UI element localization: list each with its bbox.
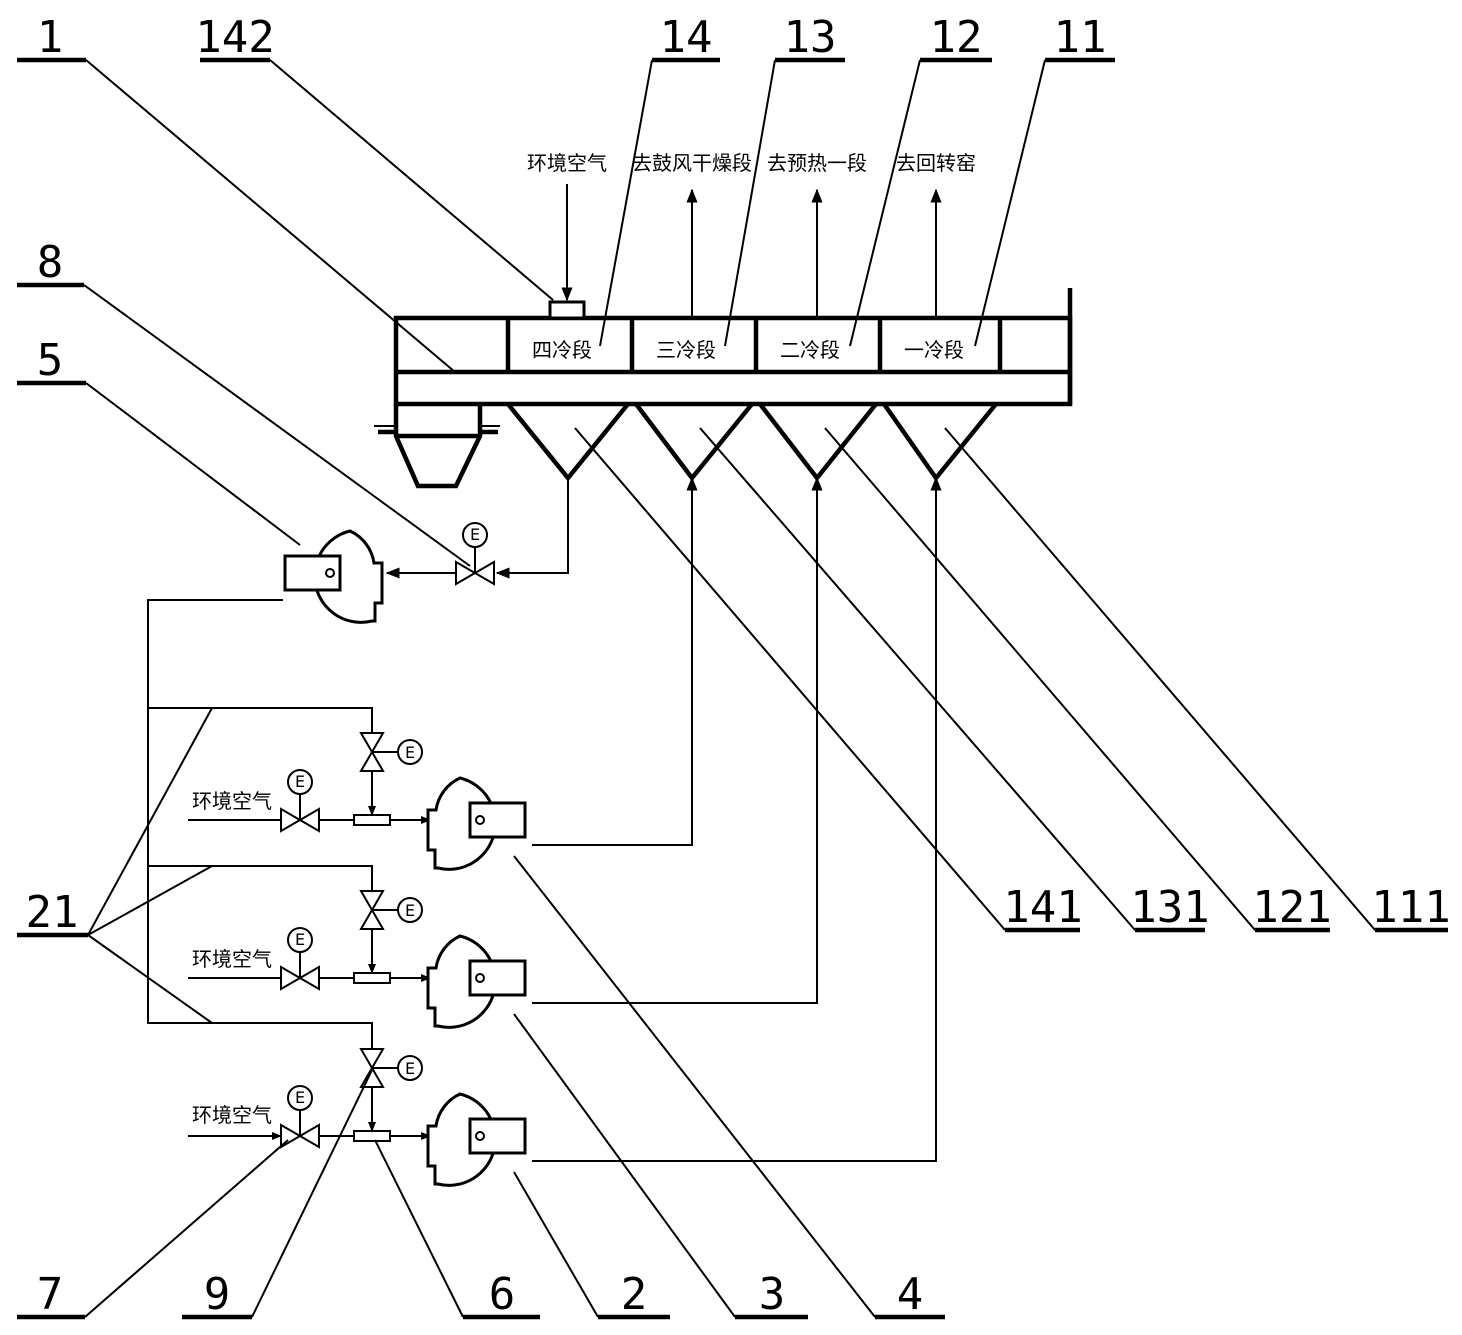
cooling-fan-3 (428, 1094, 525, 1185)
recirc-valve-1-actuator-label: E (405, 743, 415, 762)
air-inlet-nozzle (550, 302, 584, 318)
fan-2-duct (532, 478, 817, 1003)
callout-142: 142 (195, 12, 274, 63)
callout-111: 111 (1371, 882, 1450, 933)
recirc-valve-3-actuator-label: E (405, 1059, 415, 1078)
callout-4: 4 (897, 1269, 924, 1320)
air-bellows (508, 404, 996, 478)
callout-2: 2 (621, 1269, 648, 1320)
fan-1-duct (532, 478, 692, 845)
ambient-air-1-label: 环境空气 (192, 789, 272, 813)
mixer-3 (354, 1131, 390, 1141)
callout-3: 3 (759, 1269, 786, 1320)
exhaust-valve-actuator-label: E (470, 525, 480, 544)
callout-5: 5 (37, 335, 64, 386)
callout-7: 7 (37, 1269, 64, 1320)
recirculation-header (148, 600, 372, 1050)
ambient-valve-3-actuator-label: E (295, 1088, 305, 1107)
callout-11: 11 (1054, 12, 1107, 63)
callout-121: 121 (1252, 882, 1331, 933)
callout-1: 1 (37, 12, 64, 63)
to-preheat-label: 去预热一段 (767, 151, 867, 175)
ambient-air-top-label: 环境空气 (527, 151, 607, 175)
to-drying-label: 去鼓风干燥段 (632, 151, 752, 175)
mixer-2 (354, 973, 390, 983)
ambient-valve-2-actuator-label: E (295, 930, 305, 949)
callout-131: 131 (1130, 882, 1209, 933)
callout-9: 9 (204, 1269, 231, 1320)
callout-8: 8 (37, 237, 64, 288)
callout-6: 6 (489, 1269, 516, 1320)
discharge-hopper (374, 404, 500, 486)
section-3-label: 三冷段 (656, 338, 716, 362)
ambient-valve-1-actuator-label: E (295, 772, 305, 791)
section-4-label: 四冷段 (532, 338, 592, 362)
cooling-fan-1 (428, 778, 525, 869)
mixer-1 (354, 815, 390, 825)
section-2-label: 二冷段 (780, 338, 840, 362)
callout-141: 141 (1003, 882, 1082, 933)
leader-lines (84, 60, 1375, 1317)
to-kiln-label: 去回转窑 (896, 151, 976, 175)
recirc-valve-2-actuator-label: E (405, 901, 415, 920)
callout-underlines (17, 60, 1448, 1317)
section-1-label: 一冷段 (904, 338, 964, 362)
callout-14: 14 (660, 12, 713, 63)
callout-12: 12 (930, 12, 983, 63)
fan-3-duct (532, 478, 936, 1161)
callout-21: 21 (26, 887, 79, 938)
ambient-air-3-label: 环境空气 (192, 1103, 272, 1127)
callout-13: 13 (784, 12, 837, 63)
cooling-fan-2 (428, 936, 525, 1027)
ambient-air-2-label: 环境空气 (192, 947, 272, 971)
